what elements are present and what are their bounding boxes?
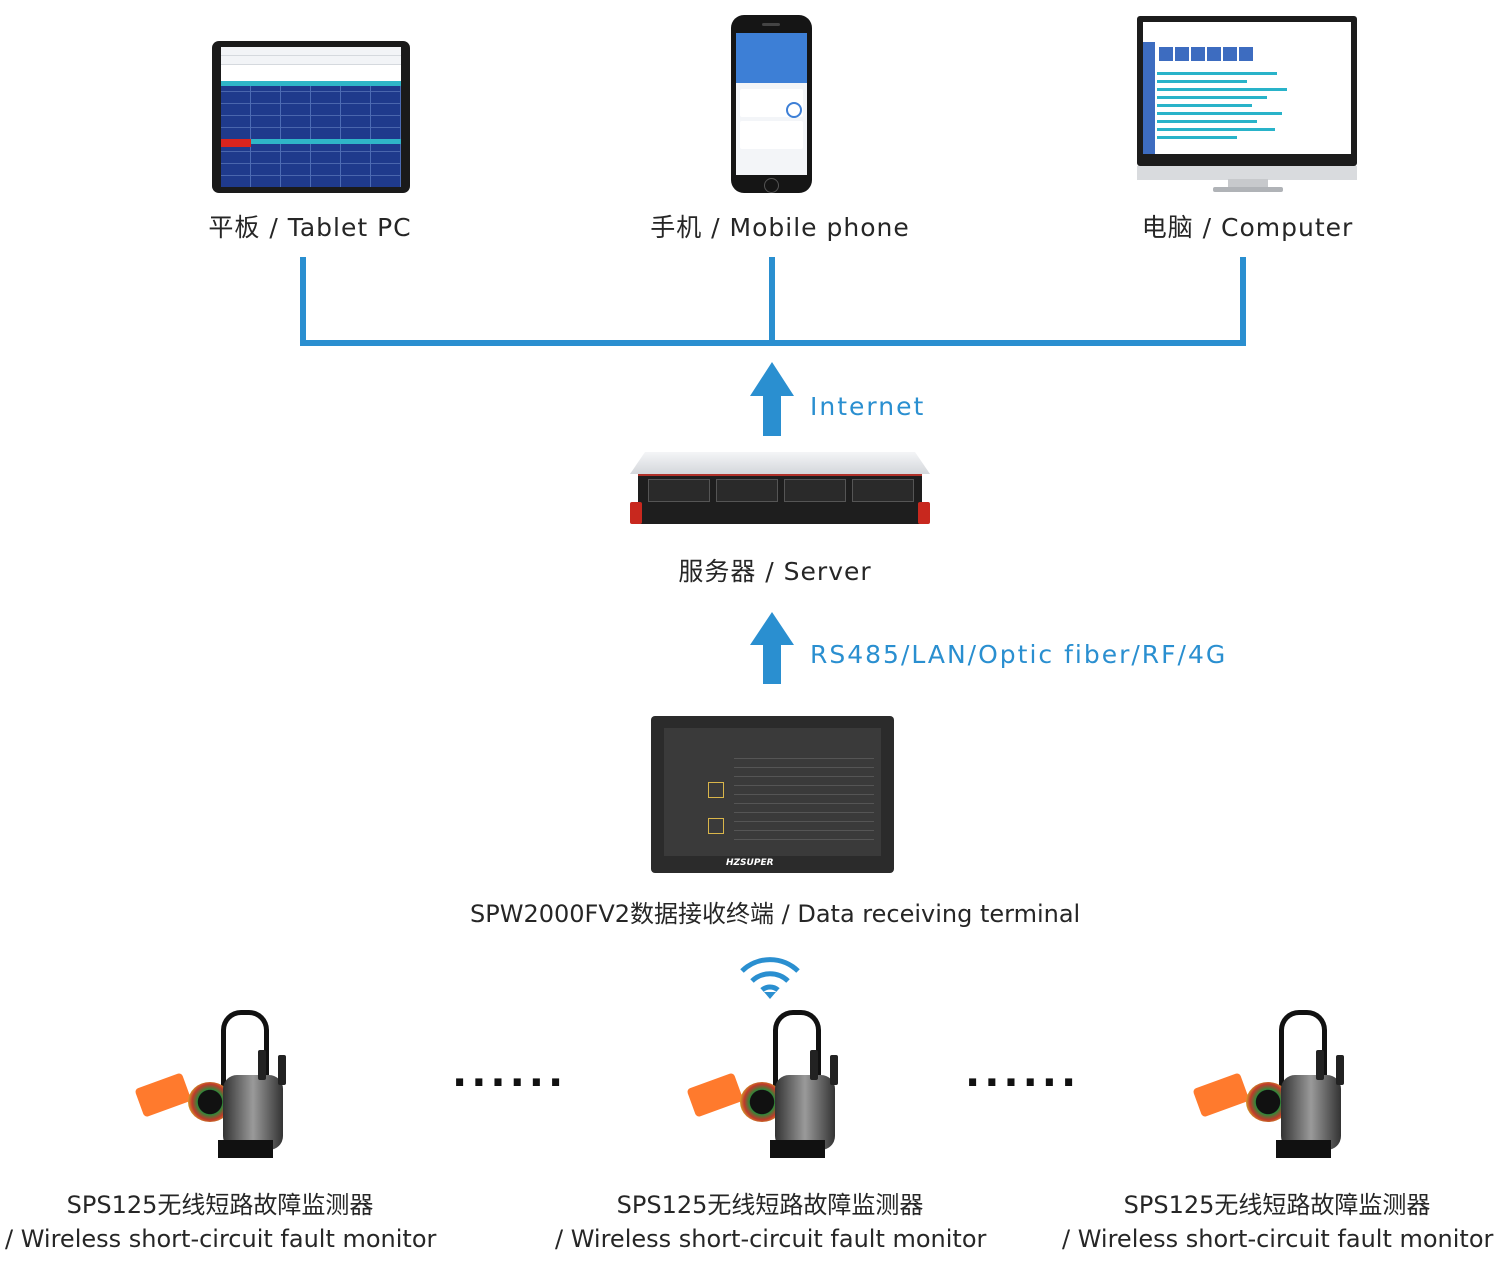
internet-label: Internet xyxy=(810,392,926,421)
fault-monitor-caption-1: SPS125无线短路故障监测器 / Wireless short-circuit… xyxy=(5,1188,437,1256)
fault-monitor-device-2 xyxy=(686,1010,860,1160)
fault-monitor-desc-2: / Wireless short-circuit fault monitor xyxy=(555,1225,987,1253)
ellipsis-separator-2: ...... xyxy=(965,1050,1081,1096)
computer-device xyxy=(1137,16,1357,180)
fault-monitor-name-1: SPS125无线短路故障监测器 xyxy=(66,1191,374,1219)
tablet-connector xyxy=(300,257,306,346)
fault-monitor-device-1 xyxy=(134,1010,308,1160)
fault-monitor-device-3 xyxy=(1192,1010,1366,1160)
protocol-label: RS485/LAN/Optic fiber/RF/4G xyxy=(810,640,1228,669)
phone-connector xyxy=(769,257,775,340)
monitor-stand xyxy=(1228,179,1268,187)
terminal-logo: HZSUPER xyxy=(726,858,774,868)
fault-monitor-caption-2: SPS125无线短路故障监测器 / Wireless short-circuit… xyxy=(555,1188,987,1256)
fault-monitor-name-3: SPS125无线短路故障监测器 xyxy=(1123,1191,1431,1219)
fault-monitor-name-2: SPS125无线短路故障监测器 xyxy=(616,1191,924,1219)
terminal-screen xyxy=(664,728,881,856)
internet-arrow xyxy=(750,362,794,436)
ellipsis-separator-1: ...... xyxy=(452,1050,568,1096)
data-terminal-device: HZSUPER xyxy=(651,716,894,873)
phone-label: 手机 / Mobile phone xyxy=(650,213,910,242)
protocol-arrow xyxy=(750,612,794,684)
fault-monitor-desc-3: / Wireless short-circuit fault monitor xyxy=(1062,1225,1494,1253)
server-label: 服务器 / Server xyxy=(678,557,872,586)
device-bus-line xyxy=(300,340,1246,346)
tablet-label: 平板 / Tablet PC xyxy=(208,213,412,242)
phone-screen xyxy=(736,33,807,175)
computer-label: 电脑 / Computer xyxy=(1141,213,1354,242)
terminal-label: SPW2000FV2数据接收终端 / Data receiving termin… xyxy=(470,900,1081,928)
tablet-device xyxy=(212,41,410,193)
tablet-screen xyxy=(221,47,401,187)
computer-screen xyxy=(1143,22,1351,154)
computer-connector xyxy=(1240,257,1246,346)
server-device xyxy=(630,452,930,530)
fault-monitor-desc-1: / Wireless short-circuit fault monitor xyxy=(5,1225,437,1253)
monitor-foot xyxy=(1213,187,1283,192)
fault-monitor-caption-3: SPS125无线短路故障监测器 / Wireless short-circuit… xyxy=(1062,1188,1494,1256)
phone-device xyxy=(731,15,812,193)
wifi-icon xyxy=(740,957,800,999)
